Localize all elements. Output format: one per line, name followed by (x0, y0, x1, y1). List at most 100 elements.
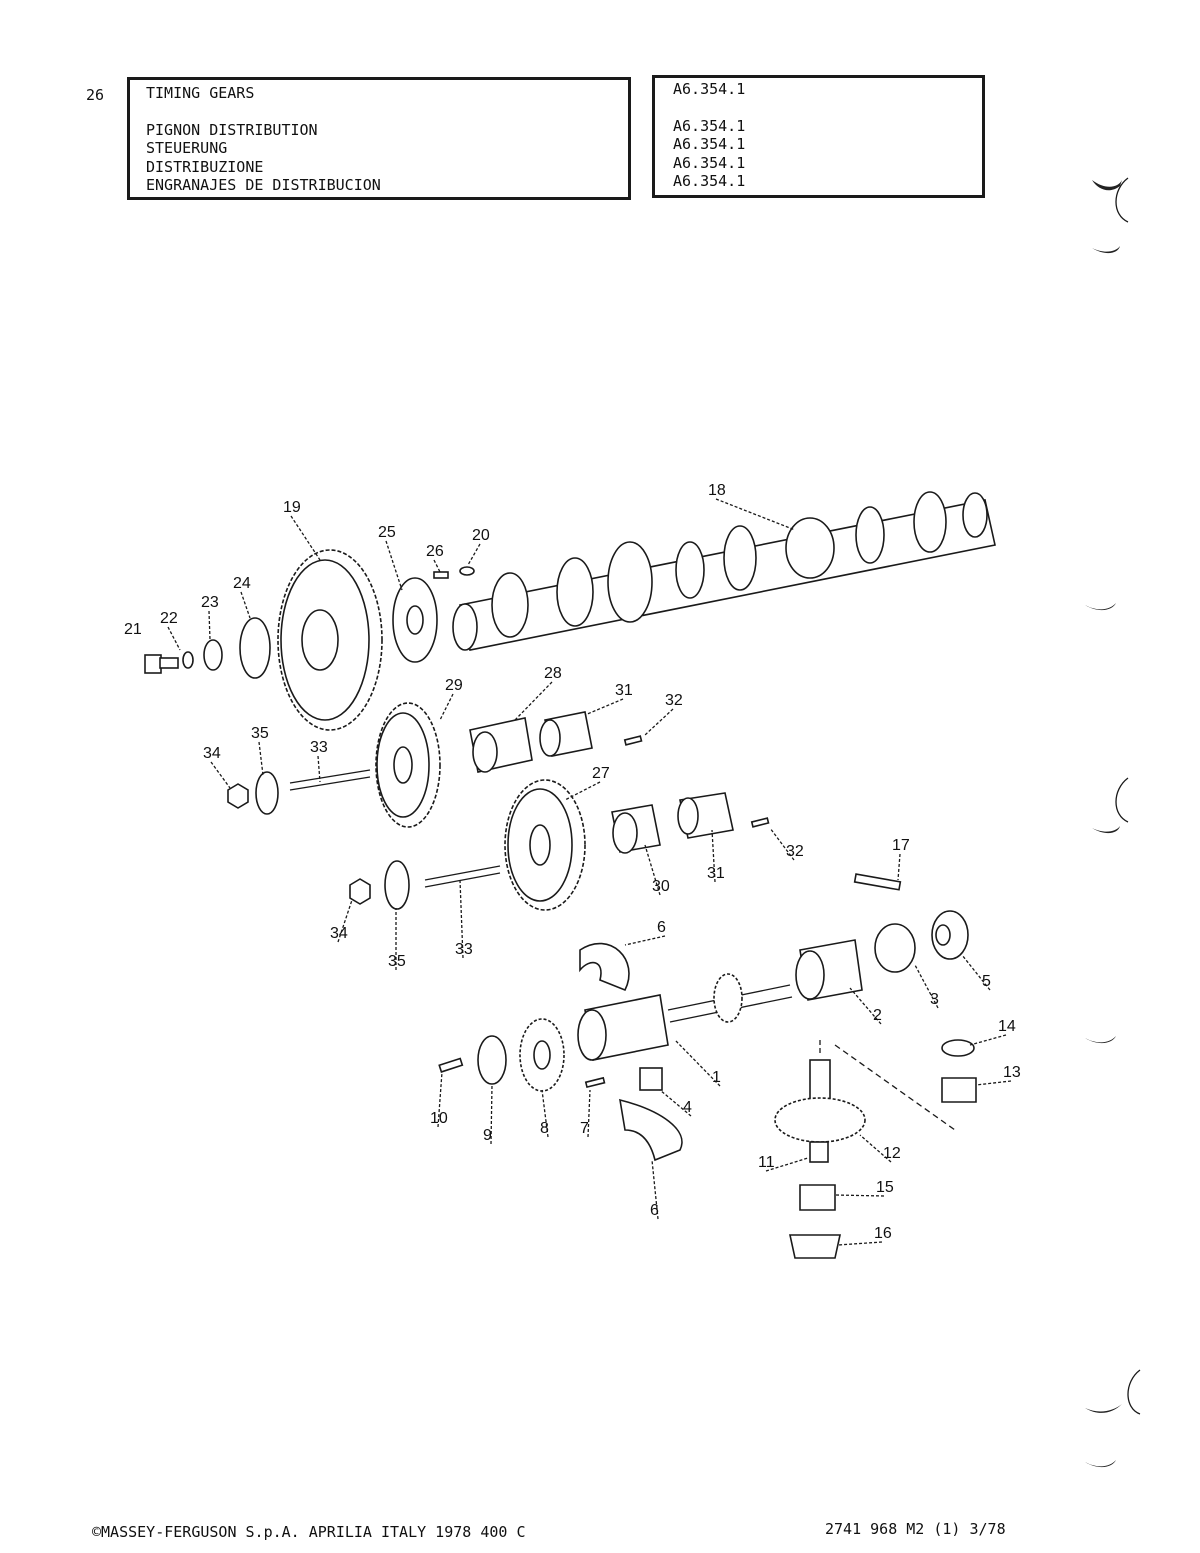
title-spanish: ENGRANAJES DE DISTRIBUCION (146, 176, 381, 194)
part-number-label: 30 (652, 878, 670, 895)
model-code-box: A6.354.1 A6.354.1 A6.354.1 A6.354.1 A6.3… (652, 75, 985, 198)
roll-pin (750, 817, 770, 828)
woodruff-key (459, 566, 475, 576)
part-number-label: 12 (883, 1145, 901, 1162)
title-french: PIGNON DISTRIBUTION (146, 120, 318, 139)
part-number-label: 21 (124, 621, 142, 638)
callout-leader (674, 1039, 721, 1087)
hole-punch-mark (1085, 1404, 1122, 1413)
callout-leader (240, 591, 251, 619)
callout-leader (564, 781, 601, 801)
thrust-washer (941, 1039, 975, 1057)
part-number-label: 34 (330, 925, 348, 942)
small-gear-hub (533, 1040, 551, 1070)
seal-ring-hole (935, 924, 951, 946)
callout-leader (711, 829, 716, 883)
part-number-label: 33 (455, 941, 473, 958)
callout-leader (834, 1194, 885, 1197)
part-number-label: 3 (930, 991, 939, 1008)
callout-leader (433, 559, 441, 573)
hole-punch-mark (1092, 180, 1122, 191)
part-number-label: 25 (378, 524, 396, 541)
callout-leader (541, 1089, 549, 1138)
callout-leader (290, 515, 321, 561)
callout-leader (914, 964, 939, 1009)
hole-punch-mark (1092, 826, 1120, 834)
sleeve (874, 923, 916, 973)
roll-pin (623, 735, 643, 746)
reference-footer: 2741 968 M2 (1) 3/78 (825, 1520, 1006, 1538)
camshaft-gear (277, 549, 383, 731)
title-english: TIMING GEARS (146, 84, 255, 102)
hole-punch-arc (1115, 777, 1129, 823)
part-number-label: 18 (708, 482, 726, 499)
callout-leader (317, 755, 321, 783)
callout-leader (467, 543, 481, 566)
part-number-label: 9 (483, 1127, 492, 1144)
part-number-label: 31 (707, 865, 725, 882)
callout-leader (644, 708, 674, 736)
plug (639, 1067, 663, 1091)
callout-leader (644, 844, 661, 896)
part-number-label: 29 (445, 677, 463, 694)
part-number-label: 14 (998, 1018, 1016, 1035)
vertical-shaft (809, 1059, 831, 1101)
hole-punch-mark (1085, 1036, 1116, 1044)
part-number-label: 32 (665, 692, 683, 709)
callout-leader (587, 1089, 591, 1138)
bolt (438, 1057, 464, 1073)
camshaft (452, 491, 996, 651)
bush-flanged (941, 1077, 977, 1103)
hole-punch-arc (1115, 177, 1129, 223)
callout-leader (715, 498, 796, 531)
cam-gear-fixings (144, 617, 271, 679)
part-number-label: 26 (426, 543, 444, 560)
callout-leader (208, 610, 211, 641)
callout-leader (167, 626, 181, 651)
part-number-label: 6 (657, 919, 666, 936)
part-number-label: 13 (1003, 1064, 1021, 1081)
part-number-label: 5 (982, 973, 991, 990)
callout-leader (337, 899, 353, 943)
thrust-plate-hole (406, 605, 424, 635)
part-number-label: 32 (786, 843, 804, 860)
hole-punch-mark (1085, 1460, 1116, 1468)
upper-idler-gear (375, 702, 441, 828)
bush-end (612, 812, 638, 854)
vertical-gear (774, 1097, 866, 1143)
part-number-label: 1 (712, 1069, 721, 1086)
thrust-half-washer-upper (579, 942, 630, 992)
part-number-label: 15 (876, 1179, 894, 1196)
title-box: TIMING GEARS PIGNON DISTRIBUTION STEUERU… (127, 77, 631, 200)
part-callouts: 1234566789101112131415161718192021222324… (124, 482, 1021, 1246)
model-code: A6.354.1 (673, 116, 746, 135)
lower-idler-gear (504, 779, 586, 911)
part-number-label: 7 (580, 1120, 589, 1137)
callout-leader (961, 954, 991, 991)
stud-bolt (853, 873, 902, 891)
callout-leader (437, 1071, 443, 1128)
part-number-label: 28 (544, 665, 562, 682)
part-number-label: 19 (283, 499, 301, 516)
callout-leader (969, 1034, 1007, 1046)
part-number-label: 8 (540, 1120, 549, 1137)
hole-punch-arc (1127, 1369, 1141, 1415)
bearing-cup (789, 1234, 841, 1259)
washer (255, 771, 279, 815)
callout-leader (385, 540, 403, 591)
callout-leader (514, 681, 553, 721)
model-code: A6.354.1 (673, 153, 746, 172)
part-number-label: 4 (683, 1099, 692, 1116)
stud (424, 865, 501, 881)
part-number-label: 34 (203, 745, 221, 762)
callout-leader (624, 935, 666, 946)
model-code: A6.354.1 (673, 80, 746, 98)
callout-leader (584, 698, 624, 716)
title-italian: DISTRIBUZIONE (146, 157, 264, 176)
part-number-label: 16 (874, 1225, 892, 1242)
part-number-label: 31 (615, 682, 633, 699)
hole-punch-mark (1092, 246, 1120, 254)
bush-end (795, 950, 825, 1000)
hub-end (539, 719, 561, 757)
